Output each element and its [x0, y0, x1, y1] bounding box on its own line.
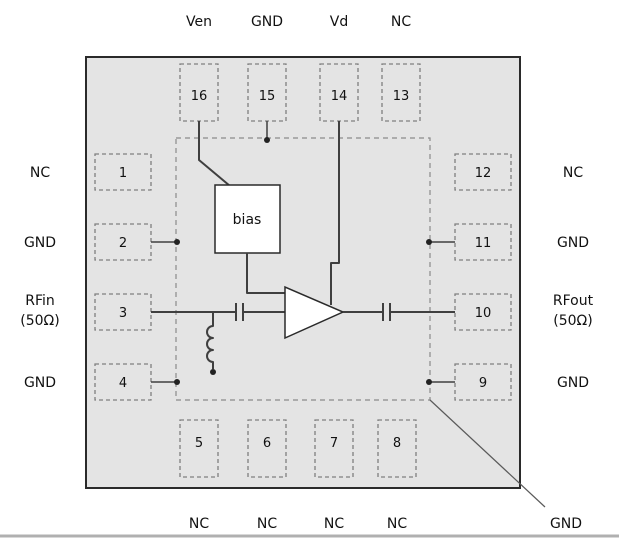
pin-number-6: 6 — [263, 436, 271, 451]
pin-number-5: 5 — [195, 436, 203, 451]
pin-1-label: NC — [30, 165, 50, 181]
shunt-inductor-icon — [206, 312, 214, 369]
bias-block — [214, 184, 281, 254]
pin-box-12 — [454, 153, 512, 191]
pin-number-7: 7 — [330, 436, 338, 451]
pin-number-15: 15 — [259, 89, 276, 104]
pin-4-ground-dot — [174, 379, 180, 385]
pin-box-10 — [454, 293, 512, 331]
amplifier-triangle-icon — [284, 285, 345, 340]
pin-number-3: 3 — [119, 306, 127, 321]
pin-15-ground-dot — [264, 137, 270, 143]
pin-9-label: GND — [557, 375, 589, 391]
pin-3-sublabel: (50Ω) — [20, 313, 59, 329]
pin-number-10: 10 — [475, 306, 492, 321]
bias-block-label: bias — [233, 212, 262, 228]
pin-box-6 — [247, 419, 287, 478]
pin-box-8 — [377, 419, 417, 478]
pin-box-13 — [381, 63, 421, 122]
pin-number-13: 13 — [393, 89, 410, 104]
pin-number-1: 1 — [119, 166, 127, 181]
pin-number-11: 11 — [475, 236, 492, 251]
exposed-pad-label: GND — [550, 516, 582, 532]
pin-6-label: NC — [257, 516, 277, 532]
exposed-pad-outline — [175, 137, 431, 401]
pin-15-label: GND — [251, 14, 283, 30]
pin-12-label: NC — [563, 165, 583, 181]
pin-box-7 — [314, 419, 354, 478]
pin-9-ground-dot — [426, 379, 432, 385]
pin-8-label: NC — [387, 516, 407, 532]
pin-box-5 — [179, 419, 219, 478]
pin-10-label: RFout — [553, 293, 594, 309]
pin-14-label: Vd — [330, 14, 348, 30]
inductor-ground-dot — [210, 369, 216, 375]
pin-number-8: 8 — [393, 436, 401, 451]
pin-2-label: GND — [24, 235, 56, 251]
bias-to-amp-wire — [246, 253, 286, 294]
pin-number-4: 4 — [119, 376, 127, 391]
pin-2-ground-dot — [174, 239, 180, 245]
pin-11-ground-dot — [426, 239, 432, 245]
pin-number-2: 2 — [119, 236, 127, 251]
pin-13-label: NC — [391, 14, 411, 30]
pin-4-label: GND — [24, 375, 56, 391]
vd-to-amp-wire — [330, 121, 340, 305]
pin-number-16: 16 — [191, 89, 208, 104]
pin-number-14: 14 — [331, 89, 348, 104]
pin-10-sublabel: (50Ω) — [553, 313, 592, 329]
ven-to-bias-wire — [198, 121, 231, 187]
pin-box-11 — [454, 223, 512, 261]
pin-11-label: GND — [557, 235, 589, 251]
pin-7-label: NC — [324, 516, 344, 532]
pin-5-label: NC — [189, 516, 209, 532]
pin-number-9: 9 — [479, 376, 487, 391]
pin-box-1 — [94, 153, 152, 191]
pin-box-9 — [454, 363, 512, 401]
exposed-pad-leader-line — [429, 399, 546, 508]
pin-3-label: RFin — [25, 293, 55, 309]
pin-number-12: 12 — [475, 166, 492, 181]
pin-16-label: Ven — [186, 14, 212, 30]
